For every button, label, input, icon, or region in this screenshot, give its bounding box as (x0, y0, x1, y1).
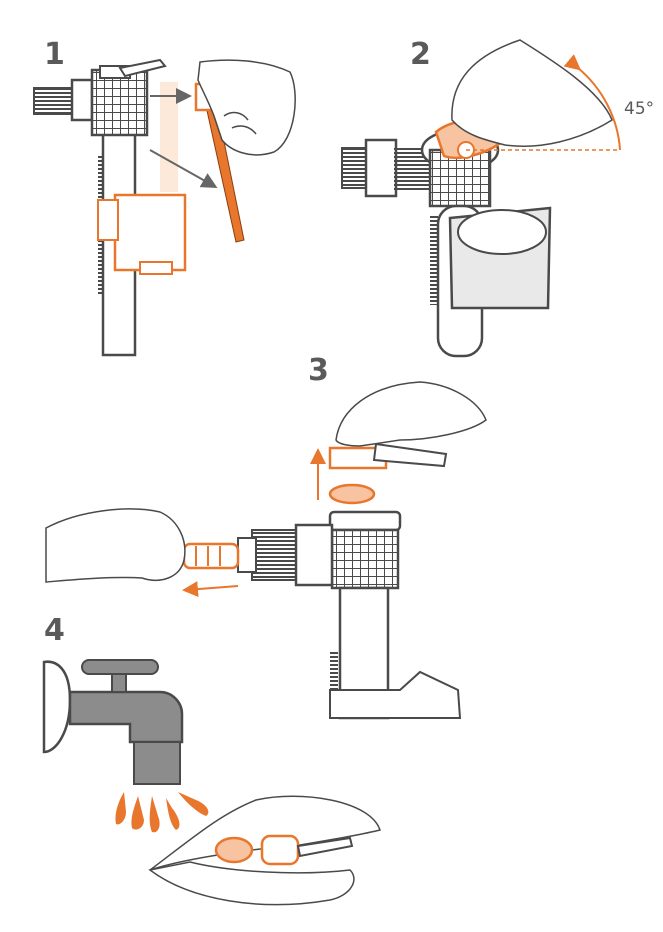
step2-illustration (341, 39, 621, 358)
step1-illustration (33, 58, 296, 357)
step-number-1: 1 (44, 37, 65, 72)
step4-illustration (42, 659, 381, 906)
step-number-4: 4 (44, 613, 65, 648)
step-number-3: 3 (308, 353, 329, 388)
step-number-2: 2 (410, 37, 431, 72)
rotation-angle-label: 45° (624, 99, 655, 119)
step3-illustration (45, 381, 487, 720)
